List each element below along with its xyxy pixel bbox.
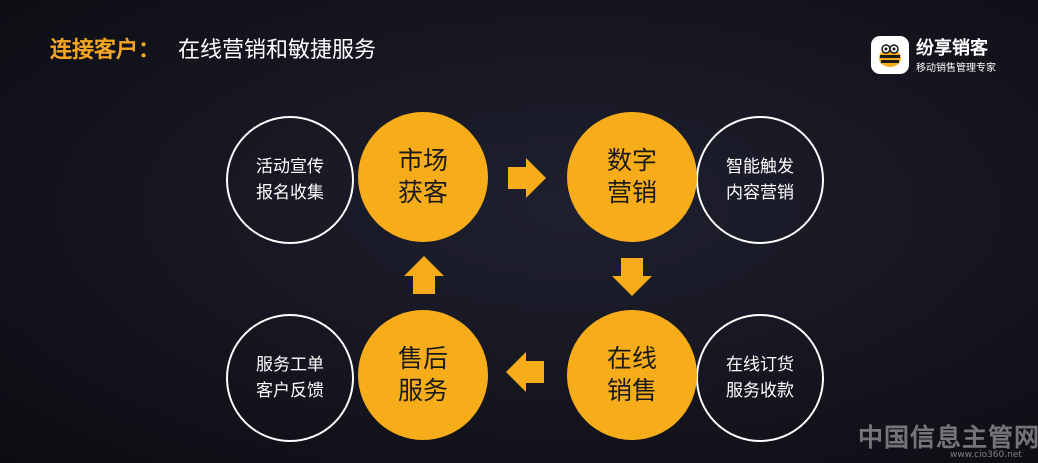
digital-detail-line1: 智能触发 (726, 157, 794, 177)
market-detail-line1: 活动宣传 (256, 157, 324, 177)
watermark-text: 中国信息主管网 (858, 423, 1038, 452)
digital-stage-line2: 营销 (606, 178, 657, 207)
online-detail-circle: 在线订货 服务收款 (696, 314, 824, 442)
title-highlight: 连接客户： (50, 38, 161, 63)
service-detail-line2: 客户反馈 (256, 381, 324, 401)
arrow-left-icon (506, 352, 544, 392)
digital-stage-circle: 数字 营销 (567, 112, 697, 242)
market-detail-circle: 活动宣传 报名收集 (226, 116, 354, 244)
brand-logo: 纷享销客 移动销售管理专家 (871, 34, 1036, 76)
digital-stage-line1: 数字 (606, 146, 657, 175)
online-stage-circle: 在线 销售 (567, 310, 697, 440)
page-title: 连接客户： 在线营销和敏捷服务 (50, 32, 376, 64)
service-stage-line2: 服务 (397, 376, 448, 405)
online-stage-line1: 在线 (606, 344, 657, 373)
bee-logo-icon (871, 36, 909, 74)
market-stage-circle: 市场 获客 (358, 112, 488, 242)
arrow-up-icon (404, 256, 444, 294)
online-stage-line2: 销售 (606, 376, 657, 405)
service-detail-circle: 服务工单 客户反馈 (226, 314, 354, 442)
market-detail-line2: 报名收集 (256, 183, 324, 203)
service-stage-line1: 售后 (397, 344, 448, 373)
logo-name: 纷享销客 (916, 38, 988, 59)
arrow-down-icon (612, 258, 652, 296)
online-detail-line1: 在线订货 (726, 355, 794, 375)
market-stage-line2: 获客 (397, 178, 448, 207)
digital-detail-line2: 内容营销 (726, 183, 794, 203)
title-text: 在线营销和敏捷服务 (178, 38, 377, 63)
service-stage-circle: 售后 服务 (358, 310, 488, 440)
service-detail-line1: 服务工单 (256, 355, 324, 375)
logo-tagline: 移动销售管理专家 (916, 63, 996, 74)
online-detail-line2: 服务收款 (726, 381, 794, 401)
market-stage-line1: 市场 (397, 146, 448, 175)
watermark-url: www.cio360.net (950, 450, 1022, 460)
digital-detail-circle: 智能触发 内容营销 (696, 116, 824, 244)
arrow-right-icon (508, 158, 546, 198)
